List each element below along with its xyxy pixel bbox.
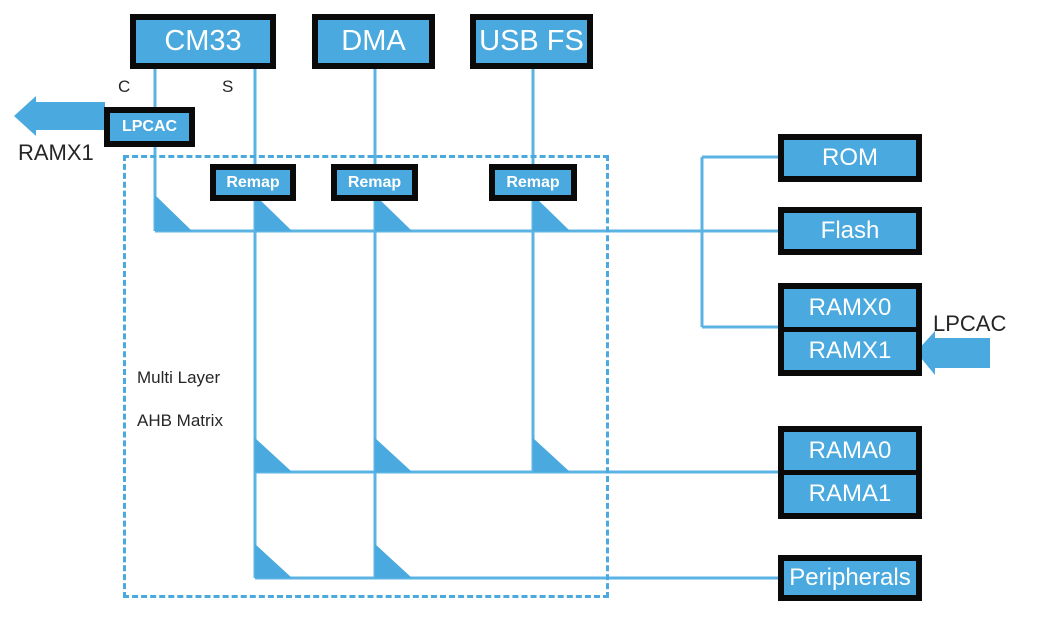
junction-marker bbox=[255, 544, 292, 578]
label-lpcac-right: LPCAC bbox=[933, 311, 1007, 336]
matrix-label-line2: AHB Matrix bbox=[137, 411, 223, 430]
block-dma[interactable]: DMA bbox=[312, 14, 435, 69]
ahb-matrix-boundary bbox=[123, 155, 609, 598]
block-flash[interactable]: Flash bbox=[778, 207, 922, 255]
block-rom[interactable]: ROM bbox=[778, 134, 922, 182]
lpcac-right-arrow bbox=[916, 331, 990, 375]
bus-junction-markers bbox=[155, 195, 570, 578]
block-rama1[interactable]: RAMA1 bbox=[784, 475, 916, 513]
port-label-s: S bbox=[222, 77, 234, 96]
block-rama0[interactable]: RAMA0 bbox=[784, 432, 916, 470]
block-lpcac-left[interactable]: LPCAC bbox=[104, 107, 195, 147]
junction-marker bbox=[375, 544, 412, 578]
label-ramx1-source: RAMX1 bbox=[18, 140, 94, 165]
junction-marker bbox=[375, 195, 412, 231]
block-stack-ramx[interactable]: RAMX0 RAMX1 bbox=[778, 283, 922, 376]
block-peripherals[interactable]: Peripherals bbox=[778, 555, 922, 601]
block-ramx0[interactable]: RAMX0 bbox=[784, 289, 916, 327]
block-remap-1[interactable]: Remap bbox=[210, 164, 296, 201]
matrix-label-line1: Multi Layer bbox=[137, 368, 221, 387]
block-stack-rama[interactable]: RAMA0 RAMA1 bbox=[778, 426, 922, 519]
junction-marker bbox=[375, 438, 412, 472]
junction-marker bbox=[155, 195, 192, 231]
junction-marker bbox=[255, 195, 292, 231]
block-ramx1[interactable]: RAMX1 bbox=[784, 332, 916, 370]
block-usb-fs[interactable]: USB FS bbox=[470, 14, 593, 69]
block-cm33[interactable]: CM33 bbox=[130, 14, 276, 69]
port-label-c: C bbox=[118, 77, 131, 96]
junction-marker bbox=[255, 438, 292, 472]
lpcac-left-arrow bbox=[14, 96, 105, 136]
junction-marker bbox=[533, 195, 570, 231]
junction-marker bbox=[533, 438, 570, 472]
block-remap-2[interactable]: Remap bbox=[331, 164, 418, 201]
block-remap-3[interactable]: Remap bbox=[489, 164, 577, 201]
